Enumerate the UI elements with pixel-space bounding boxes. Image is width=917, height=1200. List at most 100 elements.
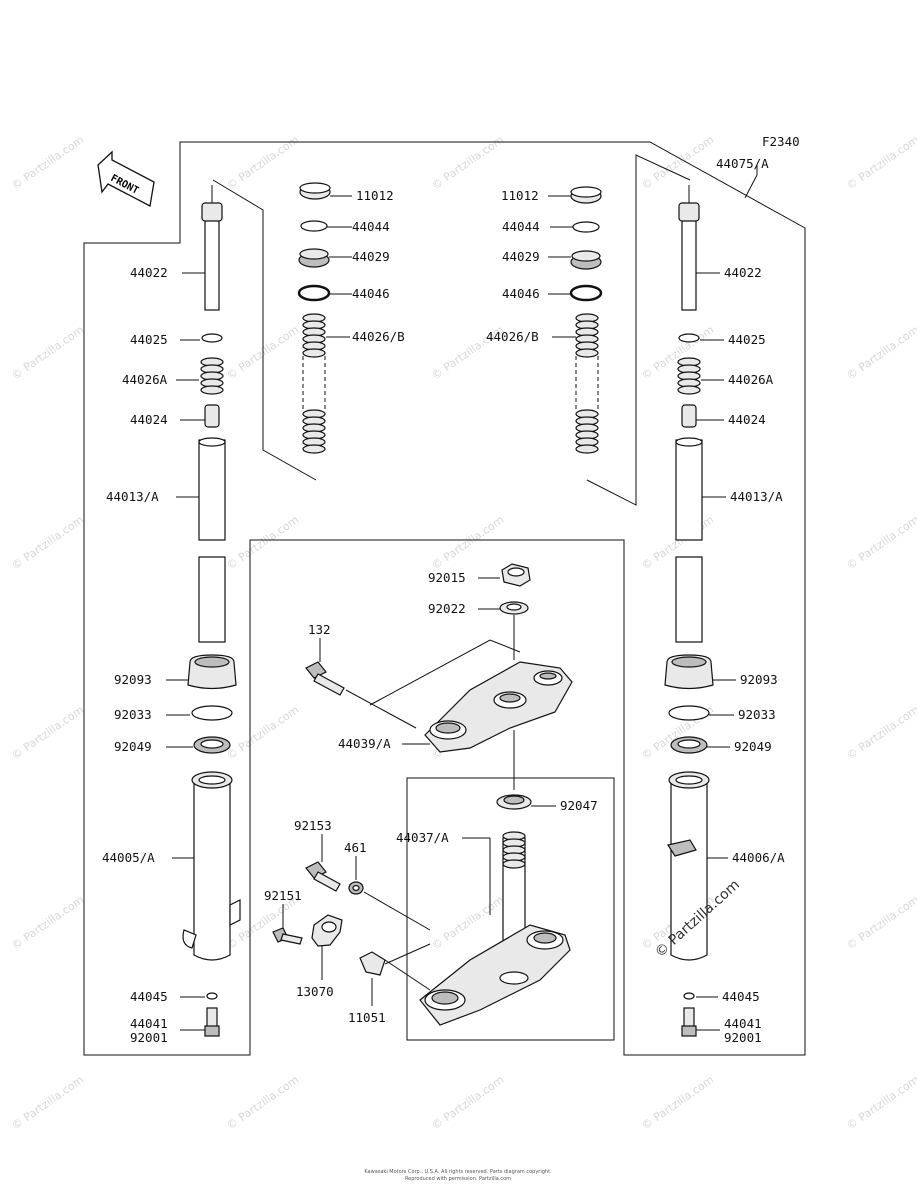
label-44026A-left: 44026A <box>122 372 168 387</box>
label-44046-right: 44046 <box>502 286 540 301</box>
leader-line <box>384 959 431 991</box>
small-bolt <box>272 927 303 945</box>
o-ring-large <box>569 284 603 302</box>
watermark: © Partzilla.com <box>224 513 301 572</box>
watermark: © Partzilla.com <box>844 703 917 762</box>
label-44039A: 44039/A <box>338 736 391 751</box>
label-44026A-right: 44026A <box>728 372 774 387</box>
watermark: © Partzilla.com <box>844 893 917 952</box>
spring-guide <box>204 404 220 428</box>
watermark: © Partzilla.com <box>639 323 716 382</box>
circlip <box>191 705 233 721</box>
footer-credit: Reproduced with permission. Partzilla.co… <box>405 1176 511 1182</box>
steering-stem-assembly: 92047 44037/A 92153 461 <box>264 794 598 1026</box>
label-44024-left: 44024 <box>130 412 168 427</box>
ring <box>678 333 700 343</box>
label-44025-right: 44025 <box>728 332 766 347</box>
o-ring-small <box>572 221 600 233</box>
label-44022-right: 44022 <box>724 265 762 280</box>
label-44026B-right: 44026/B <box>486 329 539 344</box>
leader-line <box>363 891 431 931</box>
label-44006A: 44006/A <box>732 850 785 865</box>
o-ring-small <box>300 220 328 232</box>
label-92151: 92151 <box>264 888 302 903</box>
watermark: © Partzilla.com <box>9 703 86 762</box>
label-44044-right: 44044 <box>502 219 540 234</box>
right-spring-frame <box>586 154 691 506</box>
watermark: © Partzilla.com <box>844 1073 917 1132</box>
fork-spring <box>302 313 326 454</box>
label-92093-left: 92093 <box>114 672 152 687</box>
fork-tube-lower <box>675 556 703 643</box>
label-44075A: 44075/A <box>716 156 769 171</box>
label-11051: 11051 <box>348 1010 386 1025</box>
fork-tube-lower <box>198 556 226 643</box>
label-92001-left: 92001 <box>130 1030 168 1045</box>
label-44026B-left: 44026/B <box>352 329 405 344</box>
label-44041-left: 44041 <box>130 1016 168 1031</box>
damper-rod-top <box>201 202 223 222</box>
label-92015: 92015 <box>428 570 466 585</box>
label-92022: 92022 <box>428 601 466 616</box>
watermark: © Partzilla.com <box>224 703 301 762</box>
outer-tube <box>193 779 231 961</box>
left-fork: 44022 44025 44026A 44024 44013/A 92093 <box>102 185 241 1045</box>
label-44045-right: 44045 <box>722 989 760 1004</box>
label-44024-right: 44024 <box>728 412 766 427</box>
label-11012-left: 11012 <box>356 188 394 203</box>
spring <box>677 357 701 395</box>
footer-copyright: Kawasaki Motors Corp., U.S.A. All rights… <box>364 1169 552 1175</box>
label-44046-left: 44046 <box>352 286 390 301</box>
label-44029-right: 44029 <box>502 249 540 264</box>
watermark: © Partzilla.com <box>9 893 86 952</box>
label-44044-left: 44044 <box>352 219 390 234</box>
clamp-bolt <box>305 661 345 696</box>
left-cap-stack: 11012 44044 44029 44046 44026/B <box>297 182 405 454</box>
watermark: © Partzilla.com <box>844 323 917 382</box>
washer <box>206 992 218 1000</box>
left-spring-frame <box>212 179 317 481</box>
watermark: © Partzilla.com <box>639 1073 716 1132</box>
label-44005A: 44005/A <box>102 850 155 865</box>
leader-line <box>384 943 431 965</box>
label-92153: 92153 <box>294 818 332 833</box>
fork-tube-upper <box>675 439 703 541</box>
label-44013A-left: 44013/A <box>106 489 159 504</box>
label-92049-right: 92049 <box>734 739 772 754</box>
label-92093-right: 92093 <box>740 672 778 687</box>
label-44013A-right: 44013/A <box>730 489 783 504</box>
fork-spring <box>575 313 599 454</box>
label-44045-left: 44045 <box>130 989 168 1004</box>
watermark: © Partzilla.com <box>9 513 86 572</box>
label-92033-right: 92033 <box>738 707 776 722</box>
watermark: © Partzilla.com <box>224 1073 301 1132</box>
right-fork: 44022 44025 44026A 44024 44013/A 92093 9… <box>664 185 785 1045</box>
spring-guide <box>681 404 697 428</box>
label-44022-left: 44022 <box>130 265 168 280</box>
bracket-bolt <box>305 861 341 892</box>
stem-frame <box>406 777 615 1041</box>
plate-bracket <box>359 951 386 976</box>
watermark: © Partzilla.com <box>429 893 506 952</box>
label-44041-right: 44041 <box>724 1016 762 1031</box>
watermark: © Partzilla.com <box>9 1073 86 1132</box>
circlip <box>668 705 710 721</box>
watermark: © Partzilla.com <box>844 513 917 572</box>
label-92033-left: 92033 <box>114 707 152 722</box>
top-clamp-assembly: 92015 92022 132 44039/A <box>305 563 573 790</box>
spring <box>200 357 224 395</box>
assembly-frame <box>83 141 806 1056</box>
watermark: © Partzilla.com <box>9 133 86 192</box>
fork-tube-upper <box>198 439 226 541</box>
watermark: © Partzilla.com <box>429 1073 506 1132</box>
leader-line <box>345 689 417 729</box>
front-arrow-icon: FRONT <box>97 150 155 207</box>
right-cap-stack: 11012 44044 44029 44046 44026/B <box>486 186 603 454</box>
label-44029-left: 44029 <box>352 249 390 264</box>
label-461: 461 <box>344 840 367 855</box>
leader-line <box>744 174 758 199</box>
watermark: © Partzilla.com <box>429 513 506 572</box>
watermark: © Partzilla.com <box>844 133 917 192</box>
ring <box>201 333 223 343</box>
